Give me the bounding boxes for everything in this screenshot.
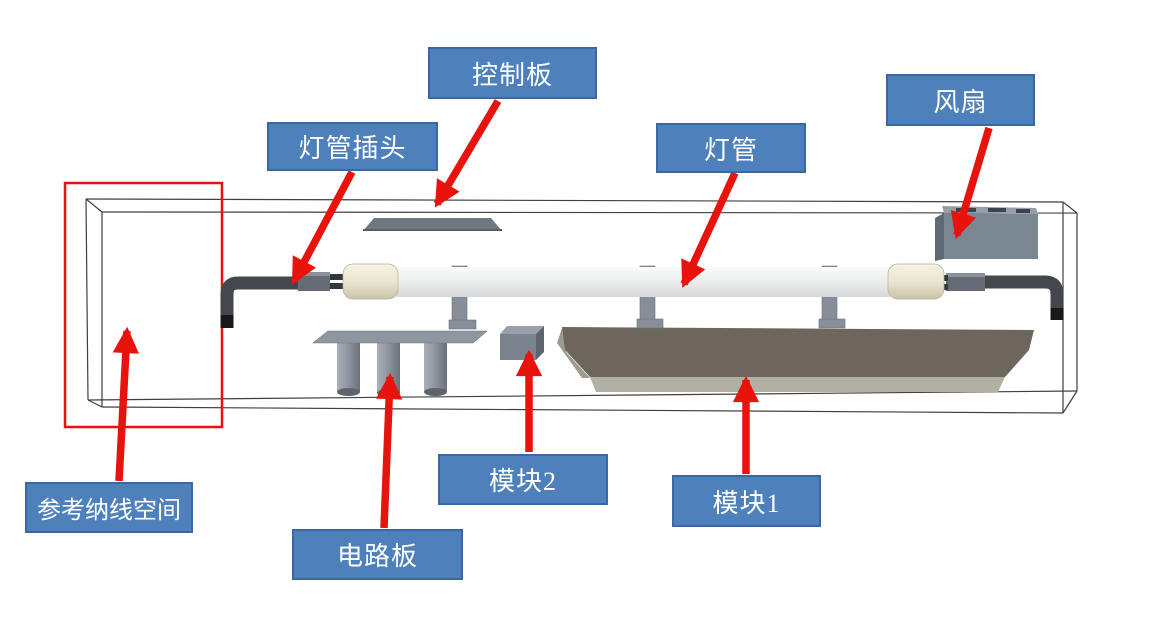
right-cable — [984, 275, 1064, 320]
label-circuit-board: 电路板 — [292, 529, 463, 580]
label-reference-space: 参考纳线空间 — [25, 482, 193, 533]
label-module1: 模块1 — [672, 475, 821, 527]
reference-space-outline — [63, 181, 224, 429]
lamp-end-cap-left — [342, 263, 399, 300]
label-fan: 风扇 — [886, 74, 1035, 126]
lamp-tube-3d — [220, 263, 1064, 328]
arrow-lamp-tube — [680, 171, 739, 288]
arrow-fan — [950, 126, 993, 240]
label-module2: 模块2 — [438, 454, 608, 505]
enclosure-wireframe-box — [85, 198, 1078, 414]
arrow-lamp-plug — [290, 170, 356, 285]
label-lamp-plug: 灯管插头 — [267, 122, 438, 171]
lamp-tube-glass — [396, 267, 892, 297]
circuit-board-3d — [312, 330, 488, 397]
lamp-plug-left — [298, 272, 343, 291]
module2-3d — [500, 326, 544, 360]
label-lamp-tube: 灯管 — [656, 123, 806, 173]
left-cable — [220, 276, 304, 328]
lamp-plug-right — [938, 273, 985, 291]
control-board-3d — [363, 218, 502, 231]
arrow-circuit-board — [375, 372, 403, 529]
fan-3d — [935, 206, 1038, 261]
arrow-reference-space — [112, 326, 139, 482]
arrow-control-board — [433, 99, 502, 208]
annotation-arrows — [112, 99, 993, 529]
label-control-board: 控制板 — [428, 47, 597, 99]
module1-3d — [557, 327, 1034, 392]
lamp-end-cap-right — [887, 263, 945, 300]
